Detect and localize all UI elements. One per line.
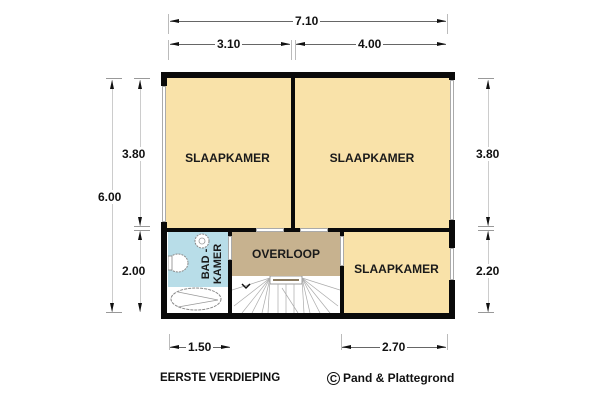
extension-line [478, 230, 494, 231]
arrow-right-icon [437, 42, 446, 46]
dimension-label: 2.00 [120, 264, 148, 278]
arrow-right-icon [221, 345, 230, 349]
extension-line [478, 78, 494, 79]
wall-top [161, 72, 455, 78]
extension-line [169, 334, 170, 350]
dimension-label: 6.00 [96, 190, 124, 204]
room-label-landing: OVERLOOP [251, 247, 320, 261]
extension-line [168, 14, 169, 34]
staircase-icon [232, 276, 340, 313]
arrow-up-icon [138, 231, 142, 240]
wall-left-bottom [161, 222, 167, 319]
arrow-down-icon [138, 217, 142, 226]
arrow-up-icon [486, 80, 490, 89]
room-bedroom-3 [342, 230, 450, 314]
arrow-up-icon [486, 231, 490, 240]
window-right-lower [450, 248, 454, 280]
arrow-left-icon [170, 345, 179, 349]
extension-line [134, 226, 150, 227]
floor-title: EERSTE VERDIEPING [160, 372, 281, 384]
room-bedroom-1 [164, 78, 294, 230]
extension-line [478, 226, 494, 227]
arrow-left-icon [342, 345, 351, 349]
wall-bathroom [228, 232, 232, 313]
extension-line [341, 334, 342, 350]
dimension-label: 2.70 [380, 340, 408, 354]
wall-bedroom-divider [291, 72, 295, 230]
arrow-up-icon [110, 80, 114, 89]
bathroom-label-line2: KAMER [212, 243, 224, 285]
extension-line [168, 40, 169, 60]
copyright-icon: C [327, 372, 340, 386]
dimension-label: 2.20 [474, 264, 502, 278]
dimension-label: 3.80 [120, 147, 148, 161]
door-bedroom-2 [300, 228, 328, 232]
arrow-left-icon [170, 42, 179, 46]
wall-right-bottom [449, 280, 455, 319]
dimension-label: 3.10 [215, 37, 243, 51]
arrow-left-icon [296, 42, 305, 46]
window-right-upper [450, 80, 454, 220]
window-left [162, 86, 166, 222]
room-label-bedroom-2: SLAAPKAMER [329, 151, 415, 165]
bathroom-label-line1: BAD - [200, 248, 212, 280]
extension-line [295, 40, 296, 60]
wall-left-top [161, 72, 167, 86]
room-label-bedroom-1: SLAAPKAMER [185, 151, 270, 165]
room-label-bedroom-3: SLAAPKAMER [354, 262, 439, 276]
extension-line [447, 14, 448, 34]
extension-line [134, 78, 150, 79]
dimension-label: 3.80 [474, 147, 502, 161]
room-landing [232, 232, 340, 276]
wall-right-top [449, 72, 455, 80]
arrow-down-icon [110, 303, 114, 312]
extension-line [106, 312, 122, 313]
arrow-left-icon [170, 19, 179, 23]
door-bedroom-1 [256, 228, 284, 232]
arrow-right-icon [281, 42, 290, 46]
arrow-down-icon [486, 303, 490, 312]
extension-line [291, 40, 292, 60]
arrow-right-icon [437, 19, 446, 23]
wall-bedroom-3 [340, 232, 344, 313]
dimension-label: 4.00 [356, 37, 384, 51]
extension-line [478, 312, 494, 313]
arrow-down-icon [486, 217, 490, 226]
door-bathroom [228, 236, 232, 260]
extension-line [134, 230, 150, 231]
arrow-down-icon [138, 303, 142, 312]
room-label-bathroom: BAD - KAMER [196, 232, 228, 286]
door-bedroom-3 [340, 236, 344, 266]
arrow-right-icon [437, 345, 446, 349]
arrow-up-icon [138, 80, 142, 89]
extension-line [106, 78, 122, 79]
extension-line [447, 334, 448, 350]
wall-bottom [161, 313, 455, 319]
dimension-label: 1.50 [186, 340, 214, 354]
wall-right-mid [449, 220, 455, 248]
bathroom-fixtures-icon [168, 233, 222, 311]
room-bedroom-2 [294, 78, 450, 230]
copyright-text: Pand & Plattegrond [343, 371, 455, 385]
dimension-label: 7.10 [293, 14, 321, 28]
